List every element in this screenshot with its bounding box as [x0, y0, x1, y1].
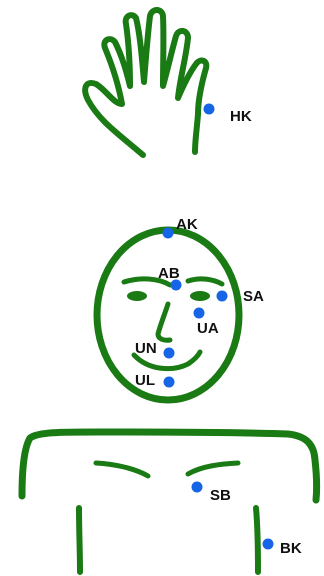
point-ul-label: UL — [135, 372, 155, 389]
hand-outline — [82, 7, 210, 158]
nose — [155, 301, 173, 343]
hand-shape — [82, 7, 210, 158]
right-collarbone — [185, 460, 241, 477]
torso-outline — [18, 428, 321, 575]
point-bk-label: BK — [280, 540, 302, 557]
point-sb[interactable]: SB — [191, 481, 232, 505]
left-collarbone — [93, 460, 151, 479]
point-ua-marker[interactable] — [193, 307, 205, 319]
left-eyebrow — [121, 276, 173, 288]
point-ua-label: UA — [197, 320, 219, 337]
point-ak[interactable]: AK — [162, 216, 198, 239]
point-ak-marker[interactable] — [162, 227, 174, 239]
point-hk-label: HK — [230, 108, 252, 125]
right-eyebrow — [185, 276, 225, 287]
face-oval — [93, 226, 243, 404]
point-ab-marker[interactable] — [170, 279, 182, 291]
point-sa-marker[interactable] — [216, 290, 228, 302]
point-bk-marker[interactable] — [262, 538, 274, 550]
point-ua[interactable]: UA — [193, 307, 219, 338]
point-ul[interactable]: UL — [135, 372, 175, 389]
point-bk[interactable]: BK — [262, 538, 302, 558]
point-sa-label: SA — [243, 288, 264, 305]
point-ul-marker[interactable] — [163, 376, 175, 388]
left-arm-line — [76, 505, 83, 575]
point-sb-label: SB — [210, 487, 231, 504]
mouth — [131, 349, 203, 372]
head-outline — [93, 226, 243, 404]
point-un-marker[interactable] — [163, 347, 175, 359]
point-hk-marker[interactable] — [203, 103, 215, 115]
left-eye — [127, 291, 147, 301]
right-arm-line — [253, 505, 261, 575]
point-ab-label: AB — [158, 265, 180, 282]
point-ab[interactable]: AB — [158, 265, 182, 291]
point-sb-marker[interactable] — [191, 481, 203, 493]
right-eye — [190, 291, 210, 301]
point-un[interactable]: UN — [135, 340, 175, 359]
point-hk[interactable]: HK — [203, 103, 252, 126]
shoulders — [18, 428, 321, 504]
point-sa[interactable]: SA — [216, 288, 265, 305]
point-un-label: UN — [135, 340, 157, 357]
point-ak-label: AK — [176, 216, 198, 233]
